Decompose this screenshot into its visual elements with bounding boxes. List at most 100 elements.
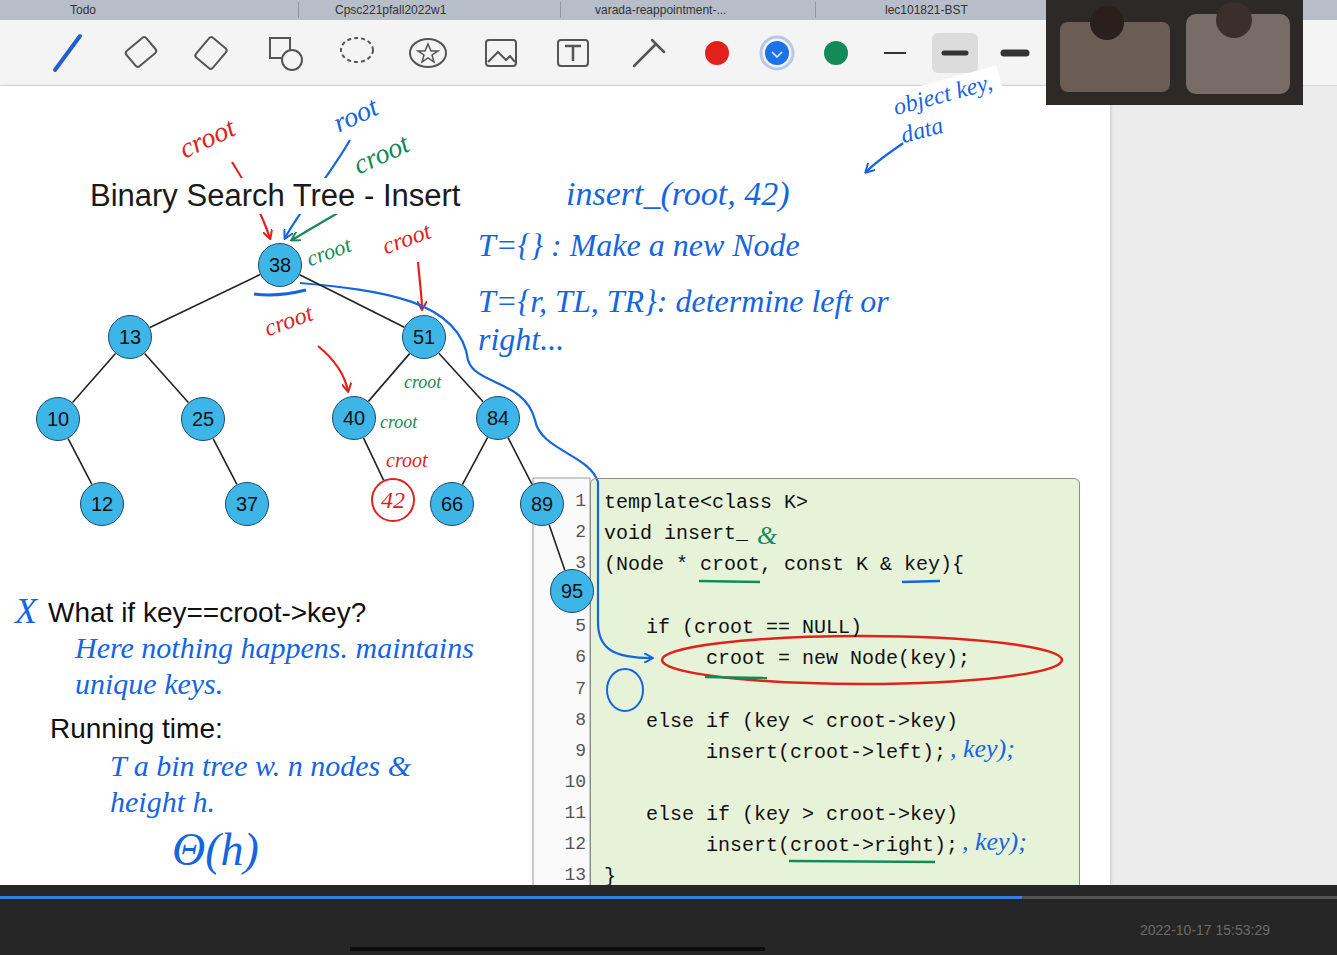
highlighter-icon [194,36,228,70]
annotation-arrow [418,262,422,309]
line-number: 2 [575,522,586,544]
line-number: 1 [575,491,586,513]
handwritten-note: croot [380,412,417,434]
code-line: void insert_ [604,522,748,546]
handwritten-note: T={} : Make a new Node [478,226,800,264]
node-key: 12 [91,493,113,516]
node-key: 66 [441,493,463,516]
code-line: if (croot == NULL) [646,616,862,640]
tree-node: 89 [520,482,564,526]
line-number: 11 [564,803,586,825]
node-key: 10 [47,408,69,431]
progress-fill [0,896,1022,899]
line-number: 10 [564,772,586,794]
webcam-figure [1216,2,1252,38]
sticker-icon [418,44,438,62]
timestamp: 2022-10-17 15:53:29 [1140,922,1270,939]
tree-edge [508,438,532,485]
chevron [772,52,782,57]
line-selected [932,33,978,73]
shapes-icon [282,50,302,70]
tab-divider [298,2,299,18]
code-line: (Node * croot, const K & key){ [604,553,964,577]
handwritten-note: Here nothing happens. maintains unique k… [75,630,475,702]
sticker-icon [410,39,446,67]
tree-node: 51 [402,315,446,359]
handwritten-note: , key); [962,826,1027,857]
tree-edge [150,275,260,328]
image-icon [486,40,516,66]
lasso-icon [341,38,373,62]
image-icon [488,52,515,62]
handwritten-note: T a bin tree w. n nodes & height h. [110,748,490,820]
handwritten-note: Θ(h) [172,822,259,877]
annotation-arrow [318,346,348,391]
node-key: 51 [413,326,435,349]
handwritten-note: insert_(root, 42) [566,174,790,215]
tab-title: Cpsc221pfall2022w1 [335,3,446,17]
tree-edge [439,353,483,402]
tree-edge [213,439,237,485]
text-tool-icon [558,40,588,66]
line-number: 6 [575,647,586,669]
line-number: 7 [575,679,586,701]
tree-edge [73,354,116,403]
tree-edge [549,525,565,570]
tree-node: 38 [258,243,302,287]
slide-title: Binary Search Tree - Insert [90,178,460,214]
node-key: 42 [381,487,405,514]
node-key: 13 [119,326,141,349]
slide-text: What if key==croot->key? [48,596,366,630]
color-blue [765,41,789,65]
home-indicator [350,947,765,951]
line-number: 5 [575,616,586,638]
node-key: 95 [561,580,583,603]
node-key: 25 [192,408,214,431]
color-red [705,41,729,65]
pen-icon [55,36,80,70]
tree-node: 10 [36,397,80,441]
webcam-figure [1090,6,1124,40]
tree-node: 13 [108,315,152,359]
annotation-loop [607,669,643,711]
tree-edge [145,353,189,402]
tree-node: 40 [332,396,376,440]
tab-title: Todo [70,3,96,17]
tree-node: 66 [430,482,474,526]
tree-node: 95 [550,569,594,613]
tree-node: 37 [225,482,269,526]
code-line: else if (key > croot->key) [646,803,958,827]
color-selected-ring [761,37,793,69]
handwritten-note: , key); [950,733,1015,764]
text-tool-icon [565,46,581,61]
slide-text: Running time: [50,712,223,746]
handwritten-note: X [15,590,37,633]
tree-node: 84 [476,396,520,440]
node-key: 40 [343,407,365,430]
handwritten-note: croot [386,448,427,472]
highlight-ellipse [662,636,1062,684]
eraser-icon [125,36,158,68]
line-number: 8 [575,710,586,732]
node-key: 89 [531,493,553,516]
code-line: template<class K> [604,491,808,515]
line-number: 9 [575,741,586,763]
handwritten-note: croot [404,372,441,394]
annotation-underline [789,861,935,862]
line-thick [1004,50,1026,57]
tab-divider [815,2,816,18]
code-line: insert(croot->left); [706,741,946,765]
code-line: else if (key < croot->key) [646,710,958,734]
tree-edge [68,439,92,485]
code-line: insert(croot->right); [706,834,958,858]
annotation-underline [699,581,760,582]
line-thin [884,52,906,54]
tab-title: varada-reappointment-... [595,3,726,17]
node-key: 84 [487,407,509,430]
line-number: 12 [564,834,586,856]
annotation-underline [254,290,306,295]
line-number: 13 [564,865,586,887]
webcam [1046,0,1303,105]
handwritten-note: & [757,520,777,551]
inserted-node: 42 [371,478,415,522]
